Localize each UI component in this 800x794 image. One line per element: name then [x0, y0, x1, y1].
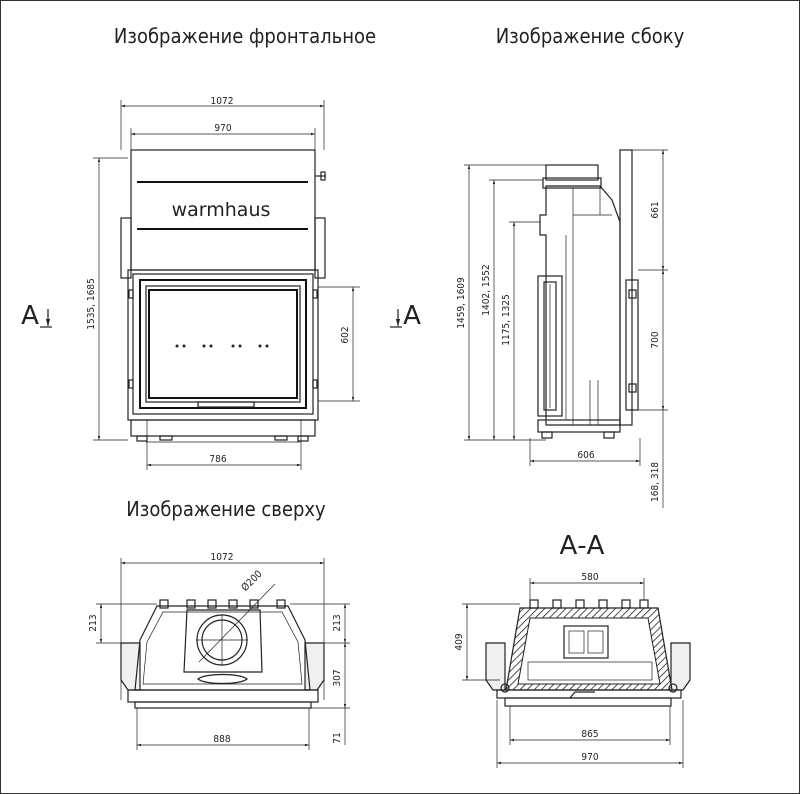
section-marker-left: А [21, 301, 39, 331]
section-left-height-label: 409 [454, 633, 465, 650]
side-view-title: Изображение сбоку [496, 24, 685, 48]
top-flue-label: Ø200 [239, 568, 265, 594]
front-bottom-width-label: 786 [209, 454, 226, 465]
top-width-label: 1072 [211, 552, 234, 563]
top-right-depth-label: 213 [332, 614, 343, 631]
side-right-mid-label: 700 [650, 331, 661, 348]
side-bottom-right-label: 168, 318 [650, 462, 661, 502]
top-bottom-width-label: 888 [213, 734, 230, 745]
top-view: 1072 Ø200 888 213 [88, 552, 350, 750]
front-view: 1072 970 warmhaus [21, 96, 421, 470]
front-height-total-label: 1535, 1685 [86, 278, 97, 330]
section-outer-width-label: 970 [581, 752, 598, 763]
section-top-width-label: 580 [581, 572, 598, 583]
section-view-title: А-А [560, 531, 605, 561]
side-view: 1459, 1609 1402, 1552 1175, 1325 661 700… [456, 149, 668, 508]
front-width-total-label: 1072 [211, 96, 234, 107]
side-top-right-label: 661 [650, 201, 661, 218]
top-right-mid-label: 307 [332, 669, 343, 686]
top-left-depth-label: 213 [88, 614, 99, 631]
side-depth-label: 606 [577, 450, 594, 461]
top-right-bottom-label: 71 [332, 732, 343, 743]
front-width-inner-label: 970 [214, 123, 231, 134]
side-height-mid-label: 1402, 1552 [481, 264, 492, 316]
side-height-outer-label: 1459, 1609 [456, 277, 467, 329]
front-door-height-label: 602 [340, 326, 351, 343]
section-marker-right: А [403, 301, 421, 331]
top-view-title: Изображение сверху [126, 497, 326, 521]
front-view-title: Изображение фронтальное [114, 24, 376, 48]
section-inner-width-label: 865 [581, 729, 598, 740]
section-view: 580 409 865 [454, 572, 691, 768]
side-height-inner-label: 1175, 1325 [501, 294, 512, 346]
brand-logo: warmhaus [172, 199, 271, 221]
